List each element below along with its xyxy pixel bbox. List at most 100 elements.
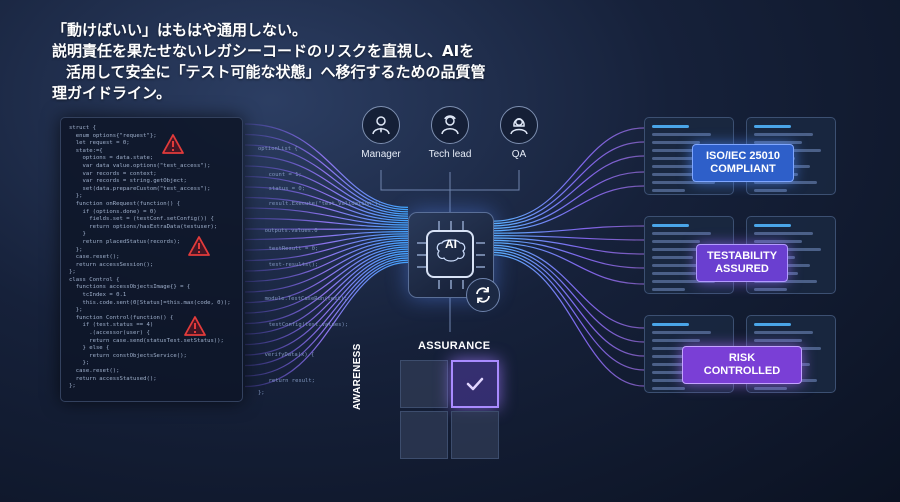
transformed-code-line: verifyData(x) { (258, 352, 315, 358)
code-line: }; (69, 246, 83, 253)
role-label: Manager (361, 149, 401, 160)
risk-controlled-badge: RISK CONTROLLED (682, 346, 802, 384)
flow-line (491, 171, 645, 229)
legacy-code-panel: struct { enum options{"request"}; let re… (60, 117, 243, 402)
transformed-code-line: status = 0; (262, 186, 306, 192)
flow-line (491, 251, 645, 371)
code-line: let request = 0; (69, 140, 130, 147)
manager-icon (362, 106, 400, 144)
role-tech-lead: Tech lead (420, 106, 480, 160)
testability-assured-badge: TESTABILITY ASSURED (696, 244, 788, 282)
flow-line (491, 155, 645, 227)
sync-icon (466, 278, 500, 312)
code-line: return placedStatus(records); (69, 238, 181, 245)
transformed-code-line: test-results(); (262, 262, 319, 268)
headline: 「動けばいい」はもはや通用しない。 説明責任を果たせないレガシーコードのリスクを… (52, 20, 492, 104)
flow-line (491, 225, 645, 234)
document-line (652, 288, 686, 291)
code-line: struct { (69, 125, 96, 131)
tech-lead-icon (431, 106, 469, 144)
transformed-code-line: testResult = 0; (262, 246, 319, 252)
document-line (652, 355, 693, 358)
document-line (652, 272, 697, 275)
code-line: return case.send(statusTest.setStatus)); (69, 337, 224, 344)
code-line: this.code.sent(0[Status]=this.max(code, … (69, 299, 231, 306)
transformed-code-line: module.TestCaseRun(test); (258, 296, 348, 302)
document-line (754, 133, 814, 136)
code-line: }; (69, 307, 83, 314)
document-line (754, 224, 791, 227)
flow-line (244, 246, 409, 314)
chip-pins-icon (417, 221, 485, 289)
document-line (754, 141, 803, 144)
document-line (652, 363, 708, 366)
matrix-cell (400, 411, 448, 459)
role-qa: QA (489, 106, 549, 160)
code-line: tcIndex = 0.1 (69, 292, 127, 299)
document-line (652, 173, 697, 176)
document-line (754, 387, 788, 390)
flow-line (244, 248, 409, 325)
code-line: }; (69, 193, 83, 200)
transformed-code-line: result.Execute("test.Validation"); (262, 201, 382, 207)
transformed-code-line: testConfig(test.values); (262, 322, 349, 328)
code-line: return accessSession(); (69, 261, 154, 268)
headline-line-2: 説明責任を果たせないレガシーコードのリスクを直視し、AIを (52, 42, 475, 60)
warning-icon (184, 316, 206, 336)
document-line (754, 339, 803, 342)
code-line: return constObjectsService(); (69, 352, 187, 359)
headline-line-1: 「動けばいい」はもはや通用しない。 (52, 21, 308, 39)
document-line (652, 264, 708, 267)
document-line (754, 323, 791, 326)
flow-line (491, 244, 645, 329)
document-line (652, 256, 693, 259)
flow-line (491, 235, 645, 241)
code-line: fields.set = (testConf.setConfig()) { (69, 216, 214, 223)
iso-compliant-badge: ISO/IEC 25010 COMPLIANT (692, 144, 794, 182)
flow-line (491, 254, 645, 387)
warning-icon (188, 236, 210, 256)
role-label: Tech lead (428, 149, 472, 160)
code-line: }; (69, 269, 76, 276)
code-line: class Control { (69, 276, 120, 283)
flow-line (491, 242, 645, 285)
check-icon (466, 377, 484, 391)
document-line (754, 189, 788, 192)
document-line (652, 248, 719, 251)
code-line: var data value.options("test_access"); (69, 162, 211, 169)
code-line: function onRequest(function() { (69, 200, 181, 207)
flow-line (244, 175, 409, 219)
flow-line (491, 247, 645, 343)
document-line (652, 224, 689, 227)
document-line (652, 149, 719, 152)
document-line (652, 181, 715, 184)
chip-label: AI (445, 237, 457, 251)
code-line: if (test.status == 4) (69, 322, 154, 329)
qa-icon (500, 106, 538, 144)
document-line (652, 141, 701, 144)
code-line: } (69, 231, 86, 238)
document-line (754, 125, 791, 128)
code-line: case.reset(); (69, 368, 120, 374)
flow-line (491, 239, 645, 269)
transformed-code-line: outputs.values.0 (258, 228, 318, 234)
document-line (652, 125, 689, 128)
transformed-code-line: return result; (262, 378, 315, 384)
flow-line (244, 244, 409, 304)
document-line (754, 240, 803, 243)
code-line: return options/hasExtraData(testuser); (69, 223, 218, 230)
code-line: } else { (69, 345, 110, 352)
flow-line (244, 207, 409, 226)
code-line: options = data.state; (69, 155, 154, 162)
awareness-label: AWARENESS (352, 343, 363, 410)
code-line: if (options.done) = 0) (69, 208, 157, 215)
assurance-label: ASSURANCE (418, 340, 491, 352)
flow-line (244, 257, 409, 367)
matrix-cell-active (451, 360, 499, 408)
role-label: QA (511, 149, 527, 160)
code-line: }; (69, 383, 76, 390)
flow-line (244, 255, 409, 356)
flow-line (491, 185, 645, 232)
code-line: set(data.prepareCustom("test_access"); (69, 185, 211, 192)
document-line (754, 181, 817, 184)
